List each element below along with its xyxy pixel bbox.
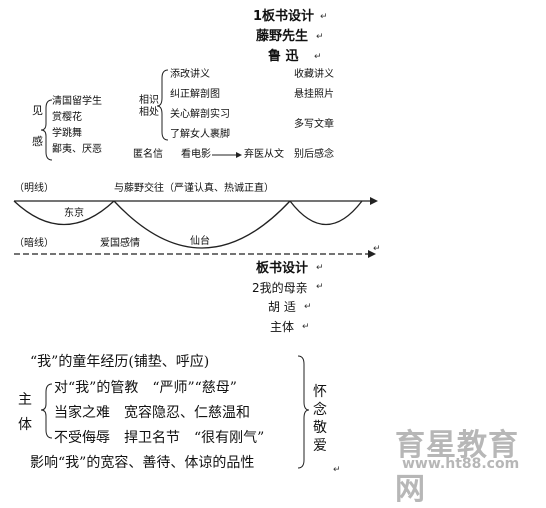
middle-group-item: 关心解剖实习 bbox=[170, 109, 230, 120]
arc-sendai bbox=[113, 200, 291, 249]
paragraph-mark: ↵ bbox=[373, 244, 381, 254]
paragraph-mark: ↵ bbox=[302, 322, 310, 332]
bright-line-label: （明线） bbox=[14, 183, 54, 194]
diagram-lines bbox=[13, 69, 378, 469]
paragraph-mark: ↵ bbox=[316, 32, 324, 42]
section2-title: 板书设计 bbox=[256, 261, 309, 276]
left-group-item: 清国留学生 bbox=[52, 96, 102, 107]
section2-line: “我”的童年经历(铺垫、呼应) bbox=[30, 354, 210, 370]
place-tokyo: 东京 bbox=[64, 208, 84, 219]
paragraph-mark: ↵ bbox=[314, 52, 322, 62]
arc-tokyo bbox=[13, 200, 115, 226]
left-group-label-bottom: 感 bbox=[32, 135, 43, 148]
section2-line: 不受侮辱 捍卫名节 “很有刚气” bbox=[54, 430, 265, 446]
right-item: 悬挂照片 bbox=[294, 89, 334, 100]
arrow-head bbox=[236, 152, 242, 158]
section2-subtitle: 主体 bbox=[270, 320, 295, 334]
bright-line-arrow bbox=[370, 197, 378, 205]
dark-line-text: 爱国感情 bbox=[100, 238, 140, 249]
section1-author: 鲁 迅 bbox=[268, 49, 299, 64]
section2-left-label-bottom: 体 bbox=[18, 417, 32, 433]
middle-group-label-1: 相识 bbox=[139, 95, 159, 106]
paragraph-mark: ↵ bbox=[304, 302, 312, 312]
right-label-char: 敬 bbox=[313, 420, 327, 436]
section1-title: 1板书设计 bbox=[253, 9, 315, 24]
section2-line: 影响“我”的宽容、善待、体谅的品性 bbox=[30, 455, 255, 471]
left-group-label-top: 见 bbox=[32, 104, 43, 117]
left-group-item: 鄙夷、厌恶 bbox=[52, 144, 102, 155]
paragraph-mark: ↵ bbox=[320, 12, 328, 22]
bright-line-text: 与藤野交往（严谨认真、热诚正直） bbox=[114, 183, 274, 194]
left-group-item: 赏樱花 bbox=[52, 112, 82, 123]
paragraph-mark: ↵ bbox=[316, 263, 324, 273]
section1-lesson-title: 藤野先生 bbox=[256, 29, 309, 44]
middle-group-item: 了解女人裹脚 bbox=[170, 129, 230, 140]
section2-left-label-top: 主 bbox=[18, 392, 32, 408]
bottom-row-item: 匿名信 bbox=[133, 149, 163, 160]
bottom-row-item: 弃医从文 bbox=[244, 149, 284, 160]
middle-group-label-2: 相处 bbox=[139, 107, 159, 118]
dark-line-arrow bbox=[368, 250, 376, 258]
middle-group-brace bbox=[156, 69, 169, 141]
left-group-brace bbox=[40, 99, 53, 161]
right-item: 多写文章 bbox=[294, 119, 334, 130]
left-group-item: 学跳舞 bbox=[52, 128, 82, 139]
section2-line: 当家之难 宽容隐忍、仁慈温和 bbox=[54, 405, 250, 421]
section2-lesson-title: 2我的母亲 bbox=[252, 281, 308, 295]
right-label-char: 爱 bbox=[313, 438, 327, 454]
bottom-row-item: 看电影 bbox=[181, 149, 211, 160]
middle-group-item: 添改讲义 bbox=[170, 69, 210, 80]
paragraph-mark: ↵ bbox=[333, 465, 341, 475]
right-label-char: 念 bbox=[313, 402, 327, 418]
section2-line: 对“我”的管教 “严师”“慈母” bbox=[54, 380, 237, 396]
section2-author: 胡 适 bbox=[268, 300, 296, 314]
bottom-row-item: 别后感念 bbox=[294, 149, 334, 160]
section2-right-bracket bbox=[297, 355, 310, 469]
right-label-char: 怀 bbox=[313, 384, 327, 400]
section2-left-brace bbox=[40, 383, 53, 439]
dark-line-label: （暗线） bbox=[14, 238, 54, 249]
right-item: 收藏讲义 bbox=[294, 69, 334, 80]
watermark-url: www.ht88.com bbox=[402, 456, 520, 472]
middle-group-item: 纠正解剖图 bbox=[170, 89, 220, 100]
arc-end bbox=[289, 200, 363, 225]
place-sendai: 仙台 bbox=[190, 236, 210, 247]
paragraph-mark: ↵ bbox=[316, 282, 324, 292]
